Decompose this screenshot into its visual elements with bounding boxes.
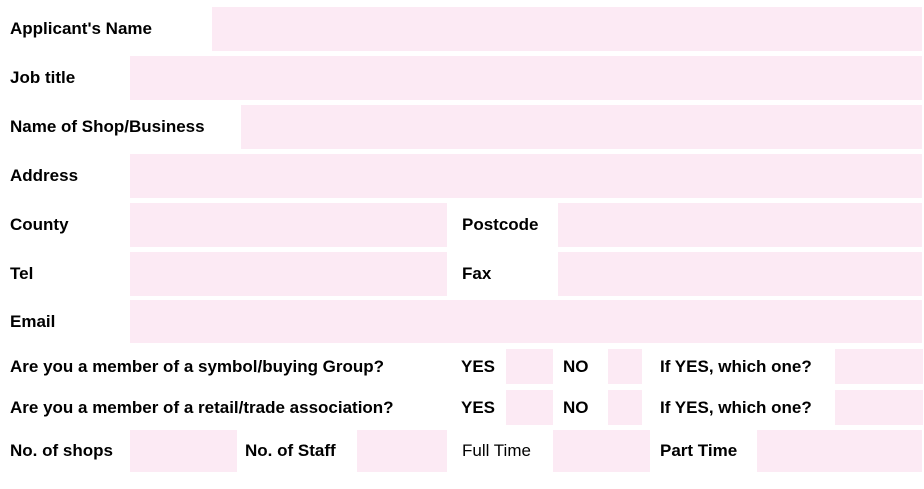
county-label: County: [10, 215, 69, 234]
retail-trade-association-question: Are you a member of a retail/trade assoc…: [10, 398, 394, 417]
no-of-staff-input[interactable]: [357, 430, 447, 472]
address-input[interactable]: [130, 154, 922, 198]
postcode-label: Postcode: [462, 215, 539, 234]
job-title-input[interactable]: [130, 56, 922, 100]
no-of-staff-label: No. of Staff: [245, 441, 336, 460]
applicants-name-input[interactable]: [212, 7, 922, 51]
trade-association-yes-label: YES: [461, 398, 496, 417]
no-of-shops-input[interactable]: [130, 430, 237, 472]
full-time-label: Full Time: [462, 441, 531, 460]
trade-association-no-label: NO: [563, 398, 589, 417]
tel-label: Tel: [10, 264, 34, 283]
trade-association-no-box[interactable]: [608, 390, 642, 425]
applicants-name-label: Applicant's Name: [10, 19, 152, 38]
symbol-group-no-box[interactable]: [608, 349, 642, 384]
trade-association-yes-box[interactable]: [506, 390, 553, 425]
symbol-group-yes-label: YES: [461, 357, 496, 376]
fax-input[interactable]: [558, 252, 922, 296]
shop-business-name-label: Name of Shop/Business: [10, 117, 205, 136]
trade-association-which-one-input[interactable]: [835, 390, 923, 425]
address-label: Address: [10, 166, 79, 185]
symbol-group-no-label: NO: [563, 357, 589, 376]
email-label: Email: [10, 312, 56, 331]
postcode-input[interactable]: [558, 203, 922, 247]
shop-business-name-input[interactable]: [241, 105, 922, 149]
tel-input[interactable]: [130, 252, 447, 296]
trade-association-which-one-label: If YES, which one?: [660, 398, 812, 417]
no-of-shops-label: No. of shops: [10, 441, 113, 460]
symbol-group-yes-box[interactable]: [506, 349, 553, 384]
part-time-label: Part Time: [660, 441, 738, 460]
job-title-label: Job title: [10, 68, 76, 87]
symbol-group-which-one-input[interactable]: [835, 349, 923, 384]
part-time-input[interactable]: [757, 430, 922, 472]
full-time-input[interactable]: [553, 430, 650, 472]
symbol-group-which-one-label: If YES, which one?: [660, 357, 812, 376]
symbol-buying-group-question: Are you a member of a symbol/buying Grou…: [10, 357, 385, 376]
email-input[interactable]: [130, 300, 922, 343]
county-input[interactable]: [130, 203, 447, 247]
fax-label: Fax: [462, 264, 492, 283]
